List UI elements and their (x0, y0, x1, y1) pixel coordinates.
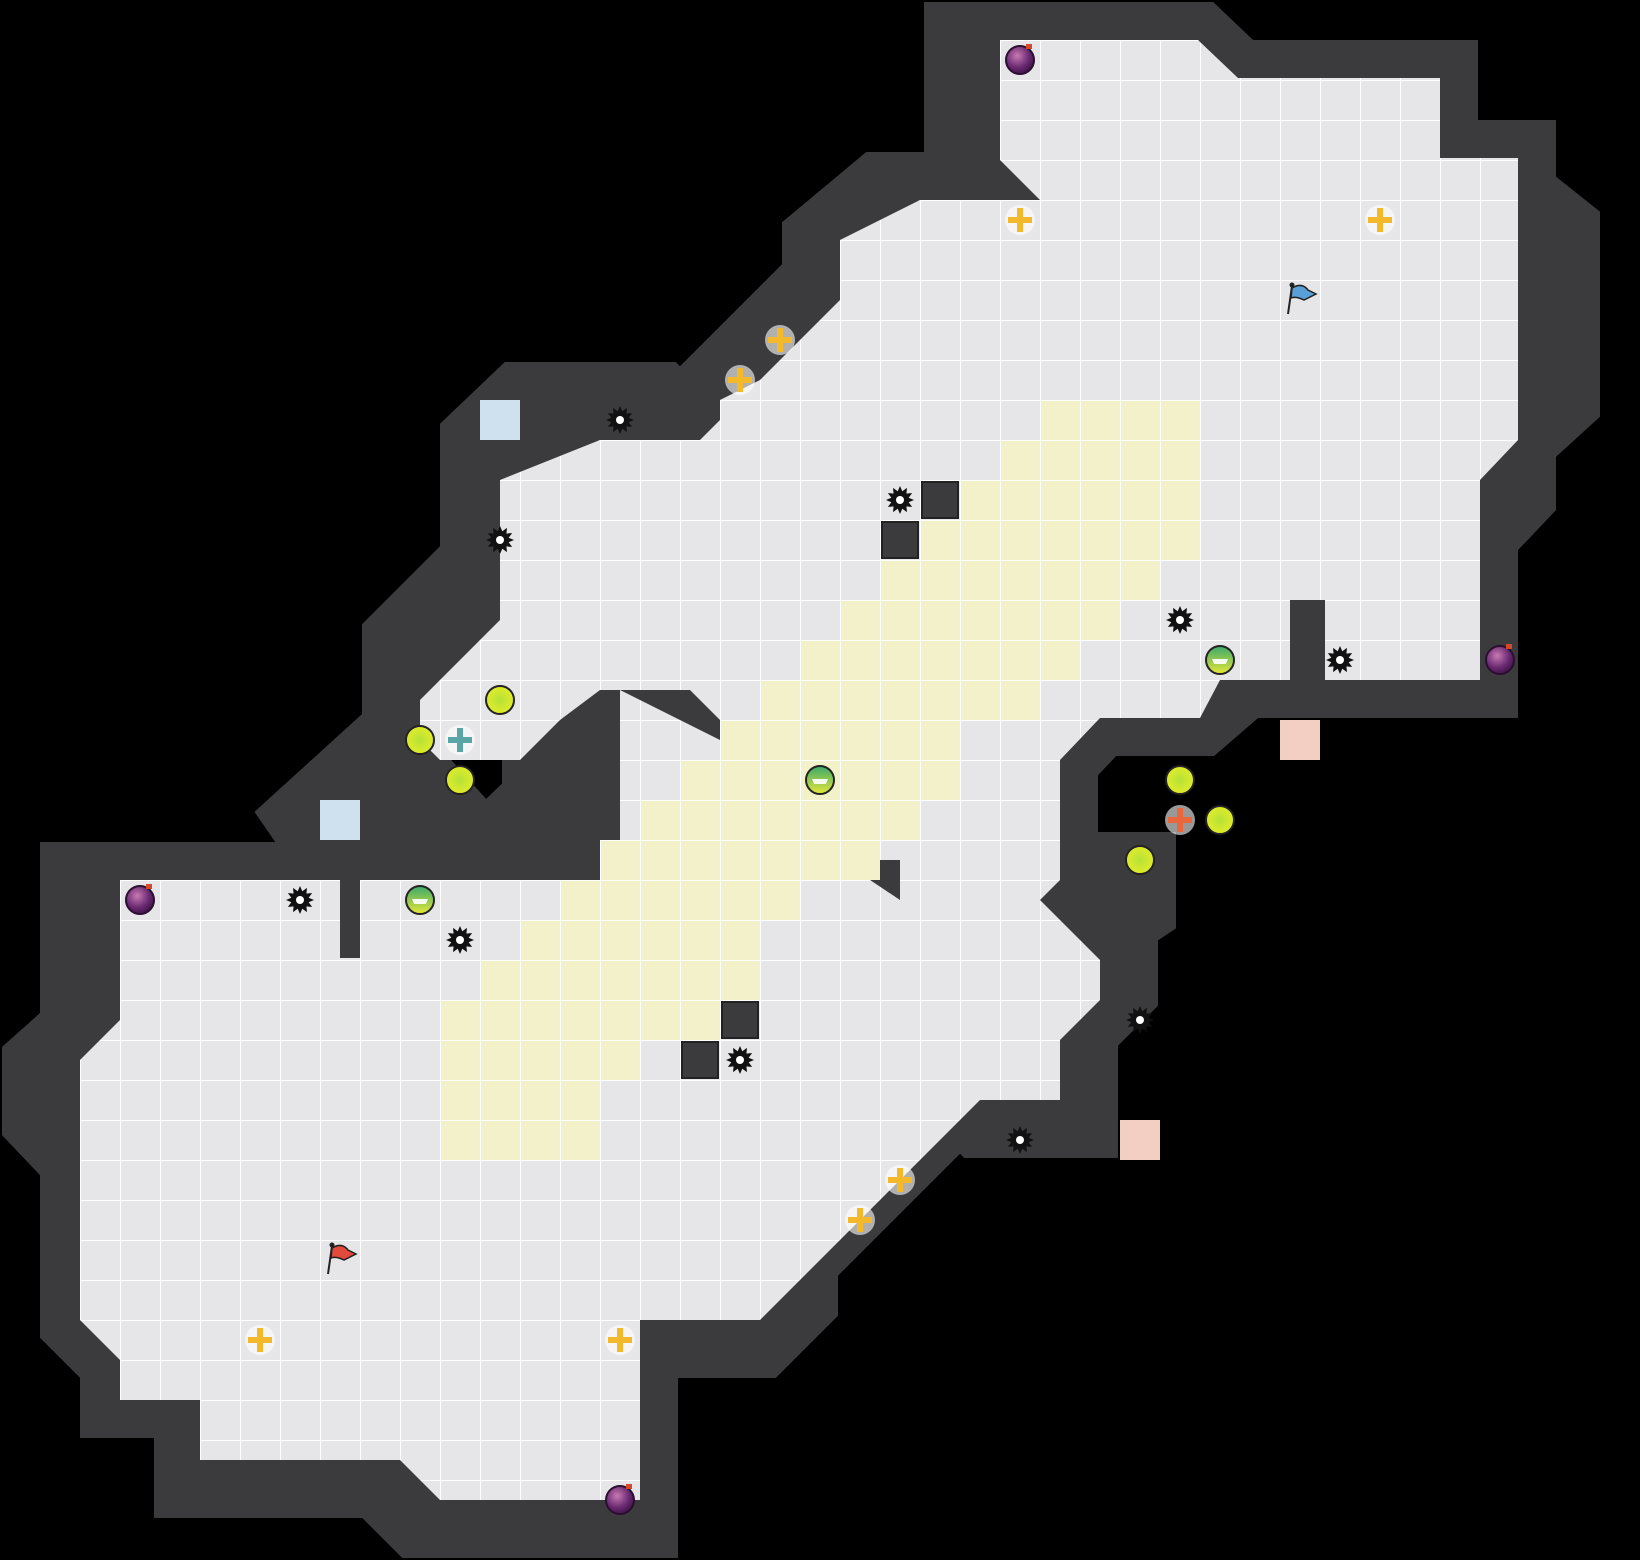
bomb-fuse (1506, 644, 1512, 649)
boost-stripe (812, 779, 828, 784)
orb-body (485, 685, 515, 715)
pad-arrows (768, 328, 792, 352)
gear-icon (1326, 646, 1354, 674)
yellow-orb-icon (445, 765, 475, 795)
gear-icon (1126, 1006, 1154, 1034)
orb-body (1125, 845, 1155, 875)
yellow-orb-icon (485, 685, 515, 715)
four-way-arrow-icon (765, 325, 795, 355)
pad-arrows (448, 728, 472, 752)
four-way-arrow-icon (1005, 205, 1035, 235)
floor-section (720, 210, 960, 420)
blue-base-tile (320, 800, 360, 840)
gear-hole (1176, 616, 1184, 624)
orb-body (445, 765, 475, 795)
square-block-icon (881, 521, 919, 559)
four-way-arrow-icon (245, 1325, 275, 1355)
red-base-tile (1280, 720, 1320, 760)
pad-arrows (848, 1208, 872, 1232)
gear-hole (456, 936, 464, 944)
flag-icon (327, 1242, 358, 1275)
four-way-arrow-icon (885, 1165, 915, 1195)
orb-body (1205, 805, 1235, 835)
gear-icon (1006, 1126, 1034, 1154)
square-block-icon (921, 481, 959, 519)
red-base-tile (1120, 1120, 1160, 1160)
gear-hole (736, 1056, 744, 1064)
map-items (125, 44, 1515, 1515)
gear-hole (1136, 1016, 1144, 1024)
pad-arrows (728, 368, 752, 392)
yellow-orb-icon (405, 725, 435, 755)
bomb-body (605, 1485, 635, 1515)
floor-section (420, 440, 600, 760)
bomb-icon (1005, 44, 1035, 75)
gear-icon (726, 1046, 754, 1074)
square-block-icon (721, 1001, 759, 1039)
gear-icon (886, 486, 914, 514)
flag-tip (329, 1242, 335, 1248)
bomb-body (1005, 45, 1035, 75)
yellow-orb-icon (1125, 845, 1155, 875)
pad-arrows (608, 1328, 632, 1352)
bomb-icon (605, 1484, 635, 1515)
bomb-fuse (1026, 44, 1032, 49)
gear-hole (1336, 656, 1344, 664)
four-way-arrow-icon (1165, 805, 1195, 835)
gear-hole (896, 496, 904, 504)
pad-arrows (888, 1168, 912, 1192)
gear-icon (486, 526, 514, 554)
bomb-icon (125, 884, 155, 915)
gear-hole (616, 416, 624, 424)
boost-stripe (412, 899, 428, 904)
green-stripe-orb-icon (805, 765, 835, 795)
gear-hole (296, 896, 304, 904)
bomb-icon (1485, 644, 1515, 675)
pad-arrows (248, 1328, 272, 1352)
four-way-arrow-icon (725, 365, 755, 395)
bomb-fuse (626, 1484, 632, 1489)
flag-icon (1287, 282, 1318, 315)
flag-cloth (330, 1244, 358, 1261)
bomb-body (1485, 645, 1515, 675)
blue-base-tile (480, 400, 520, 440)
boost-stripe (1212, 659, 1228, 664)
green-stripe-orb-icon (405, 885, 435, 915)
pad-arrows (1168, 808, 1192, 832)
gear-icon (446, 926, 474, 954)
gear-icon (1166, 606, 1194, 634)
bomb-fuse (146, 884, 152, 889)
yellow-orb-icon (1165, 765, 1195, 795)
four-way-arrow-icon (605, 1325, 635, 1355)
square-block-icon (681, 1041, 719, 1079)
four-way-arrow-icon (845, 1205, 875, 1235)
four-way-arrow-icon (445, 725, 475, 755)
four-way-arrow-icon (1365, 205, 1395, 235)
gear-icon (606, 406, 634, 434)
orb-body (405, 725, 435, 755)
flag-cloth (1290, 284, 1318, 301)
pad-arrows (1008, 208, 1032, 232)
bomb-body (125, 885, 155, 915)
gear-hole (1016, 1136, 1024, 1144)
gear-hole (496, 536, 504, 544)
pad-arrows (1368, 208, 1392, 232)
yellow-orb-icon (1205, 805, 1235, 835)
gear-icon (286, 886, 314, 914)
flag-tip (1289, 282, 1295, 288)
green-stripe-orb-icon (1205, 645, 1235, 675)
orb-body (1165, 765, 1195, 795)
